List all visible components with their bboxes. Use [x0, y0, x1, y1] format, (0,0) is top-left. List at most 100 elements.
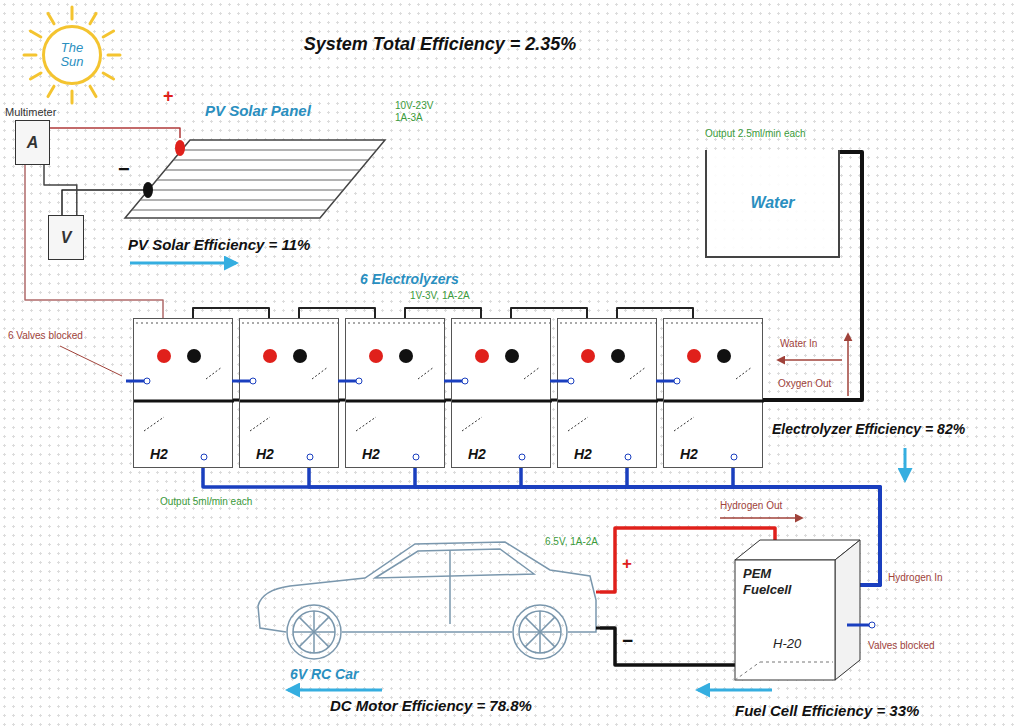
drawing-part: [108, 54, 120, 57]
rc-car-part: [314, 631, 335, 633]
part-note: 6 Valves blocked: [8, 330, 83, 342]
electrolyzer-cell-part: [454, 323, 550, 324]
terminal-sign: −: [622, 630, 633, 652]
rc-car-part: [596, 591, 600, 594]
rc-car-part: [299, 617, 314, 632]
flow-name: Water In: [780, 338, 817, 350]
fuel-cell-part: [847, 624, 869, 627]
rc-car-part: [299, 632, 314, 647]
rc-car-part: [519, 631, 540, 633]
solar-panel-part: [175, 140, 185, 156]
terminal-sign: +: [163, 86, 174, 107]
node-title: The Sun: [55, 41, 89, 70]
electrolyzer-cell-part: [250, 378, 256, 384]
electrolyzer-cell-part: [558, 400, 658, 403]
solar-panel-part: [132, 210, 327, 211]
rc-car-part: [449, 550, 451, 624]
flow-arrow: [720, 517, 802, 519]
electrolyzer-cell: H2: [451, 318, 551, 468]
solar-panel-part: [125, 140, 385, 218]
electrolyzer-cell-part: [206, 367, 222, 379]
terminal-sign: +: [622, 554, 632, 574]
electrolyzer-cell-part: [664, 400, 764, 403]
electrolyzer-cell-part: [736, 367, 752, 379]
rc-car-part: [525, 617, 540, 632]
rating-note: Output 5ml/min each: [160, 496, 252, 508]
electrolyzer-cell-part: [524, 367, 540, 379]
drawing-part: [30, 31, 40, 37]
electrolyzer-cell-part: [144, 417, 164, 431]
electrolyzer-cell-drawing: [452, 319, 552, 469]
electrolyzer-cell-part: [475, 349, 489, 363]
rc-car-part: [258, 542, 596, 659]
electrolyzer-cell-part: [356, 417, 376, 431]
rc-car-part: [513, 605, 567, 659]
electrolyzer-cell-part: [307, 454, 313, 460]
terminal-sign: −: [118, 158, 130, 181]
electrolyzer-cell-part: [505, 349, 519, 363]
node-title: H2: [256, 446, 274, 462]
flow-arrow: [904, 448, 907, 480]
electrolyzer-cell-part: [666, 323, 762, 324]
flow-name: Oxygen Out: [778, 378, 831, 390]
electrolyzer-cell-part: [418, 367, 434, 379]
electrolyzer-cell-part: [625, 454, 631, 460]
flow-arrow: [130, 262, 236, 265]
wire: [299, 308, 375, 318]
electrolyzer-cell-part: [444, 380, 462, 383]
electrolyzer-cell-part: [674, 378, 680, 384]
rc-car-part: [540, 631, 561, 633]
drawing-part: [90, 86, 96, 96]
rc-car-part: [525, 632, 540, 647]
electrolyzer-cell-part: [560, 323, 656, 324]
solar-panel-part: [143, 182, 153, 198]
rc-car-part: [313, 632, 315, 653]
wire: [617, 308, 693, 318]
group-name: 6 Electrolyzers: [360, 271, 459, 287]
drawing-part: [24, 54, 36, 57]
solar-panel-part: [173, 160, 368, 161]
electrolyzer-cell-drawing: [664, 319, 764, 469]
flow-name: Hydrogen Out: [720, 500, 782, 512]
electrolyzer-cell-part: [157, 349, 171, 363]
fuel-cell-part: [735, 662, 760, 680]
node-title: H2: [468, 446, 486, 462]
node-note: H-20: [773, 636, 801, 651]
electrolyzer-cell: H2: [345, 318, 445, 468]
instrument-name: Multimeter: [5, 106, 56, 119]
electrolyzer-cell-part: [462, 417, 482, 431]
electrolyzer-cell-part: [731, 454, 737, 460]
electrolyzer-cell-part: [134, 400, 234, 403]
electrolyzer-cell-part: [674, 417, 694, 431]
fuel-cell-part: [735, 560, 835, 680]
rc-car-part: [258, 542, 596, 632]
sun-rays: [24, 7, 120, 103]
fuel-cell-part: [869, 622, 875, 628]
solar-panel-part: [165, 170, 360, 171]
node-title: V: [61, 229, 72, 247]
drawing-part: [48, 86, 54, 96]
rc-car-part: [375, 549, 534, 578]
electrolyzer-cell-drawing: [240, 319, 340, 469]
electrolyzer-cell-part: [348, 323, 444, 324]
electrolyzer-cell-part: [144, 378, 150, 384]
solar-panel-part: [148, 190, 343, 191]
electrolyzer-cell: H2: [239, 318, 339, 468]
node-title: H2: [680, 446, 698, 462]
wire: [62, 190, 120, 215]
drawing-part: [48, 13, 54, 23]
drawing-part: [71, 91, 74, 103]
fuel-cell-drawing: [735, 540, 860, 680]
rating-note: 1V-3V, 1A-2A: [410, 290, 470, 302]
node-note: 10V-23V 1A-3A: [395, 100, 449, 124]
efficiency-note: Electrolyzer Efficiency = 82%: [772, 421, 965, 437]
diagram-title: System Total Efficiency = 2.35%: [220, 34, 660, 55]
meter-box: V: [48, 215, 84, 260]
drawing-part: [30, 73, 40, 79]
rc-car-part: [540, 632, 555, 647]
node-title: PEM Fuelcell: [743, 566, 823, 597]
electrolyzer-cell-part: [369, 349, 383, 363]
